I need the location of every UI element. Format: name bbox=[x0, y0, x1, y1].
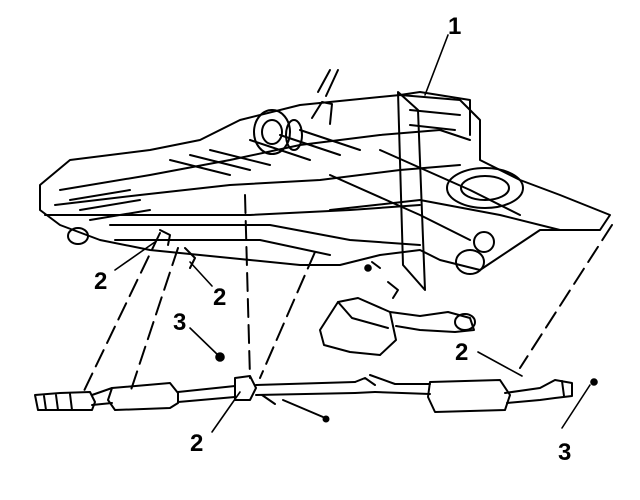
callout-3a: 3 bbox=[173, 309, 186, 336]
callout-2b: 2 bbox=[213, 284, 226, 311]
removed-muffler bbox=[319, 297, 476, 356]
exhaust-system bbox=[34, 374, 573, 423]
callout-3b: 3 bbox=[558, 439, 571, 466]
callout-2d: 2 bbox=[455, 339, 468, 366]
callout-2c: 2 bbox=[190, 430, 203, 457]
vehicle-underbody bbox=[39, 69, 611, 299]
leader-lines bbox=[114, 34, 598, 433]
callout-1: 1 bbox=[448, 13, 461, 40]
callout-2a: 2 bbox=[94, 268, 107, 295]
frame-callout-box bbox=[397, 91, 426, 291]
alignment-lines bbox=[81, 194, 613, 396]
